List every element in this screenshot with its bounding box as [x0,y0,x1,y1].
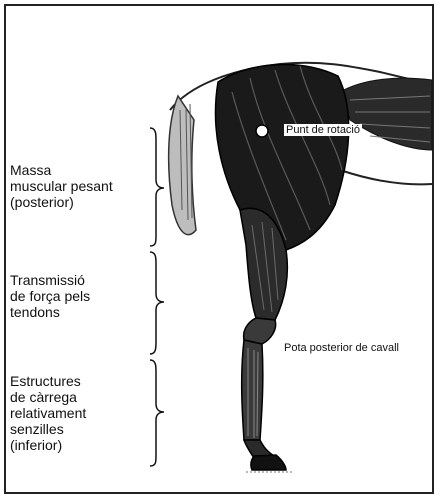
label-middle-line2: de força pels [10,288,90,304]
label-middle-region: Transmissió de força pels tendons [10,272,90,320]
thigh-muscle-mass [215,65,348,250]
label-lower-line2: de càrrega [10,389,86,405]
brace-middle [150,252,164,354]
label-upper-line2: muscular pesant [10,178,113,194]
hoof [251,455,286,470]
flank-muscle [340,78,432,150]
label-lower-line5: (inferior) [10,437,86,453]
label-middle-line1: Transmissió [10,272,90,288]
hock [244,318,276,344]
label-lower-line3: relativament [10,405,86,421]
label-upper-line1: Massa [10,162,113,178]
label-lower-line1: Estructures [10,373,86,389]
label-lower-region: Estructures de càrrega relativament senz… [10,373,86,453]
pivot-point-label: Punt de rotació [284,124,362,136]
cannon-tendons [242,340,263,440]
label-upper-region: Massa muscular pesant (posterior) [10,162,113,210]
leg-caption: Pota posterior de cavall [284,342,399,354]
brace-upper [150,128,164,246]
label-upper-line3: (posterior) [10,194,113,210]
flank-outline [340,170,432,184]
brace-lower [150,360,164,466]
label-lower-line4: senzilles [10,421,86,437]
pivot-point-marker [256,125,268,137]
label-middle-line3: tendons [10,304,90,320]
